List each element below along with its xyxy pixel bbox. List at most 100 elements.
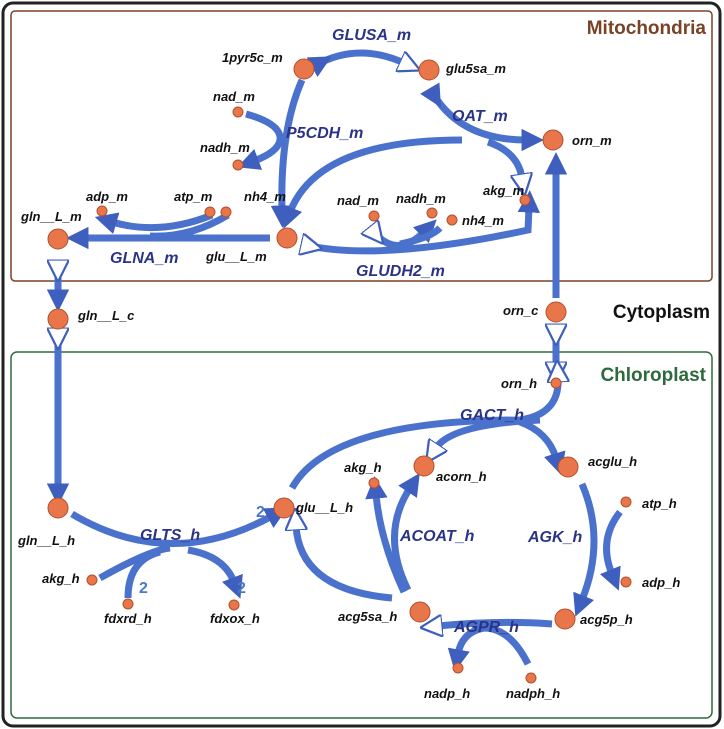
stoich-fdxrd-h-coef: 2: [139, 580, 148, 597]
gludh2-arrow: [305, 208, 529, 251]
label-atp-m: atp_m: [174, 189, 213, 204]
label-akg-h-1: akg_h: [344, 460, 382, 475]
label-fdxrd-h: fdxrd_h: [104, 611, 152, 626]
glna-atp-arrow: [94, 211, 214, 235]
node-atp-h: [620, 496, 632, 508]
reaction-gludh2-m: GLUDH2_m: [356, 263, 445, 280]
node-akg-h-1: [368, 477, 380, 489]
label-1pyr5c-m: 1pyr5c_m: [222, 50, 283, 65]
stoich-fdxox-h-coef: 2: [237, 580, 246, 597]
node-akg-m: [519, 194, 531, 206]
label-acg5p-h: acg5p_h: [580, 612, 633, 627]
compartment-label-chloroplast: Chloroplast: [600, 365, 706, 386]
node-nh4-m-2: [446, 214, 458, 226]
node-atp-m: [204, 206, 216, 218]
compartment-label-mitochondria: Mitochondria: [587, 18, 707, 39]
agk-arrow: [573, 482, 598, 617]
label-fdxox-h: fdxox_h: [210, 611, 260, 626]
node-fdxox-h: [228, 599, 240, 611]
node-orn-h: [550, 377, 562, 389]
reaction-glts-h: GLTS_h: [140, 527, 200, 544]
node-fdxrd-h: [122, 598, 134, 610]
node-adp-h: [620, 576, 632, 588]
label-gln-l-m: gln__L_m: [20, 209, 82, 224]
node-acg5p-h: [554, 608, 576, 630]
label-akg-m: akg_m: [483, 183, 525, 198]
label-acg5sa-h: acg5sa_h: [338, 609, 397, 624]
label-atp-h: atp_h: [642, 496, 677, 511]
p5cdh-arrow: [270, 78, 306, 228]
node-nad-m-2: [368, 210, 380, 222]
label-gln-l-c: gln__L_c: [77, 308, 135, 323]
node-gln-l-m: [47, 228, 69, 250]
compartment-label-cytoplasm: Cytoplasm: [613, 302, 710, 323]
label-acglu-h: acglu_h: [588, 454, 637, 469]
label-akg-h-2: akg_h: [42, 571, 80, 586]
node-gln-l-h: [47, 497, 69, 519]
reaction-acoat-h: ACOAT_h: [399, 528, 475, 545]
node-glu-l-m: [276, 227, 298, 249]
label-glu5sa-m: glu5sa_m: [445, 61, 506, 76]
reaction-glna-m: GLNA_m: [110, 250, 178, 267]
label-gln-l-h: gln__L_h: [17, 533, 75, 548]
node-nad-m-1: [232, 106, 244, 118]
node-akg-h-2: [86, 574, 98, 586]
reaction-agk-h: AGK_h: [527, 529, 582, 546]
node-nadp-h: [452, 662, 464, 674]
reaction-gact-h: GACT_h: [460, 407, 524, 424]
label-acorn-h: acorn_h: [436, 469, 487, 484]
agpr-arrow: [438, 622, 553, 626]
mitochondria-compartment: [10, 10, 713, 282]
node-glu5sa-m: [418, 59, 440, 81]
node-orn-m: [542, 129, 564, 151]
node-orn-c: [545, 301, 567, 323]
p5cdh-nad-arrow: [237, 110, 284, 170]
node-nadh-m-1: [232, 159, 244, 171]
reaction-oat-m: OAT_m: [452, 108, 508, 125]
node-1pyr5c-m: [293, 58, 315, 80]
label-nh4-m-2: nh4_m: [462, 213, 504, 228]
glts-fdxox-arrow: [187, 546, 243, 599]
label-orn-c: orn_c: [503, 303, 539, 318]
reaction-arrows: [58, 49, 623, 672]
node-adp-m: [96, 205, 108, 217]
reaction-agpr-h: AGPR_h: [453, 619, 519, 636]
node-acorn-h: [413, 455, 435, 477]
label-nadh-m-2: nadh_m: [396, 191, 446, 206]
agk-atp-arrow: [599, 509, 623, 591]
stoich-glu-l-h-coef: 2: [256, 504, 265, 521]
chloroplast-compartment: [10, 351, 713, 719]
reaction-glusa-m: GLUSA_m: [332, 27, 411, 44]
label-nad-m-1: nad_m: [213, 89, 255, 104]
label-adp-h: adp_h: [642, 575, 680, 590]
glusa-arrow: [316, 49, 404, 65]
label-adp-m: adp_m: [86, 189, 128, 204]
label-nadph-h: nadph_h: [506, 686, 560, 701]
label-nadp-h: nadp_h: [424, 686, 470, 701]
oat-arrow: [420, 82, 544, 152]
node-gln-l-c: [47, 308, 69, 330]
stoichiometry-labels: 2 2 2: [139, 504, 265, 597]
agpr-nadph-arrow: [447, 624, 532, 672]
label-nadh-m-1: nadh_m: [200, 140, 250, 155]
glts-arrow: [70, 507, 288, 547]
label-orn-h: orn_h: [501, 376, 537, 391]
node-nadph-h: [525, 672, 537, 684]
label-orn-m: orn_m: [572, 133, 612, 148]
gact-acglu-arrow: [518, 418, 566, 476]
node-nadh-m-2: [426, 207, 438, 219]
node-acglu-h: [557, 456, 579, 478]
label-nad-m-2: nad_m: [337, 193, 379, 208]
acoat-acorn-arrow: [391, 472, 420, 592]
node-nh4-m-1: [220, 206, 232, 218]
reaction-labels: GLUSA_mP5CDH_mOAT_mGLNA_mGLUDH2_mGACT_hG…: [110, 27, 582, 636]
glts-fdxrd-arrow: [124, 548, 162, 599]
label-glu-l-h: glu__L_h: [295, 500, 353, 515]
gludh2-nh4-arrow: [399, 225, 443, 248]
label-glu-l-m: glu__L_m: [205, 249, 267, 264]
label-nh4-m-1: nh4_m: [244, 189, 286, 204]
